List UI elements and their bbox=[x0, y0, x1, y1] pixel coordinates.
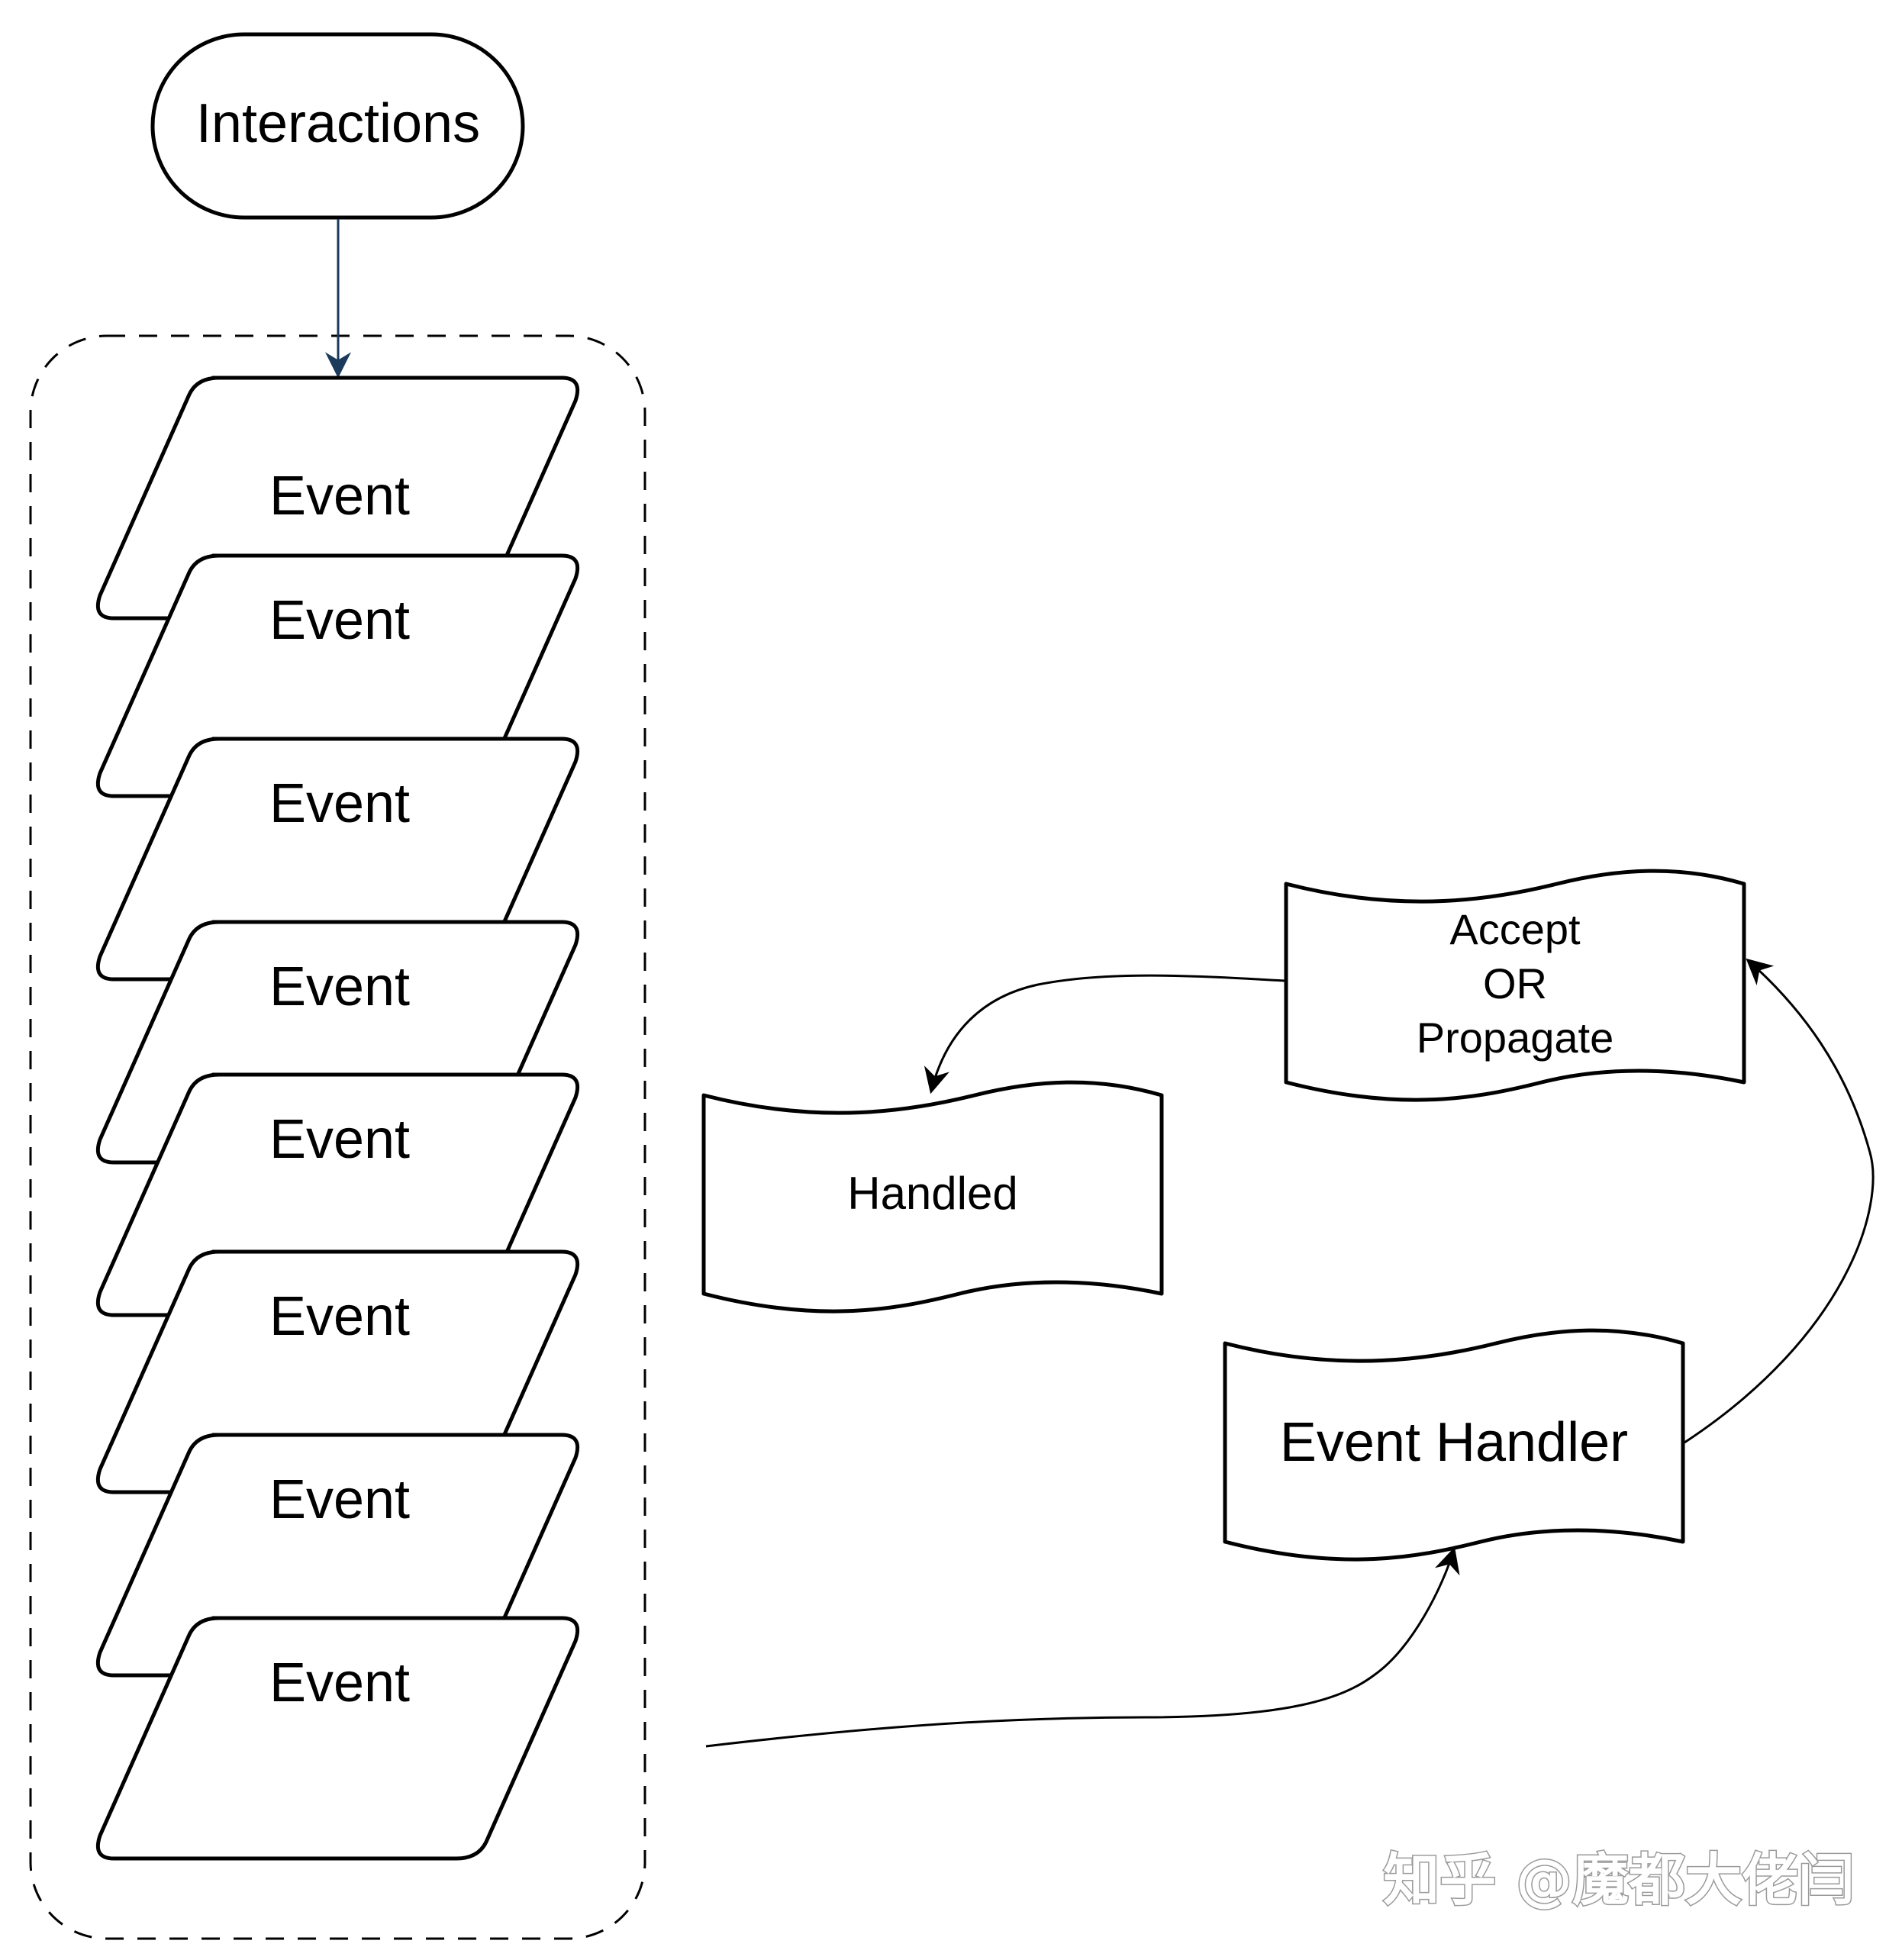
event-parallelogram bbox=[95, 1616, 580, 1861]
decision-to-handled-arrow bbox=[924, 974, 1285, 1094]
accept-or-propagate-node: Accept OR Propagate bbox=[1284, 869, 1746, 1102]
handler-to-decision-arrow bbox=[1684, 958, 1875, 1444]
or-label: OR bbox=[1483, 959, 1547, 1007]
interactions-label: Interactions bbox=[196, 93, 480, 154]
accept-label: Accept bbox=[1449, 905, 1581, 953]
event-label: Event bbox=[269, 1469, 410, 1530]
handled-label: Handled bbox=[847, 1168, 1018, 1219]
event-label: Event bbox=[269, 1652, 410, 1713]
event-node: Event bbox=[95, 1249, 580, 1494]
event-label: Event bbox=[269, 956, 410, 1017]
watermark-text: 知乎 @魔都大佬闫 bbox=[1383, 1848, 1855, 1913]
event-handler-label: Event Handler bbox=[1280, 1412, 1628, 1473]
event-to-handler-arrow bbox=[705, 1546, 1460, 1748]
event-handler-node: Event Handler bbox=[1223, 1328, 1685, 1562]
interactions-node: Interactions bbox=[150, 32, 525, 220]
event-label: Event bbox=[269, 466, 410, 527]
event-label: Event bbox=[269, 590, 410, 651]
event-node: Event bbox=[95, 1616, 580, 1861]
event-label: Event bbox=[269, 1286, 410, 1347]
propagate-label: Propagate bbox=[1417, 1014, 1613, 1062]
event-label: Event bbox=[269, 773, 410, 834]
handled-node: Handled bbox=[701, 1080, 1164, 1314]
event-label: Event bbox=[269, 1109, 410, 1170]
